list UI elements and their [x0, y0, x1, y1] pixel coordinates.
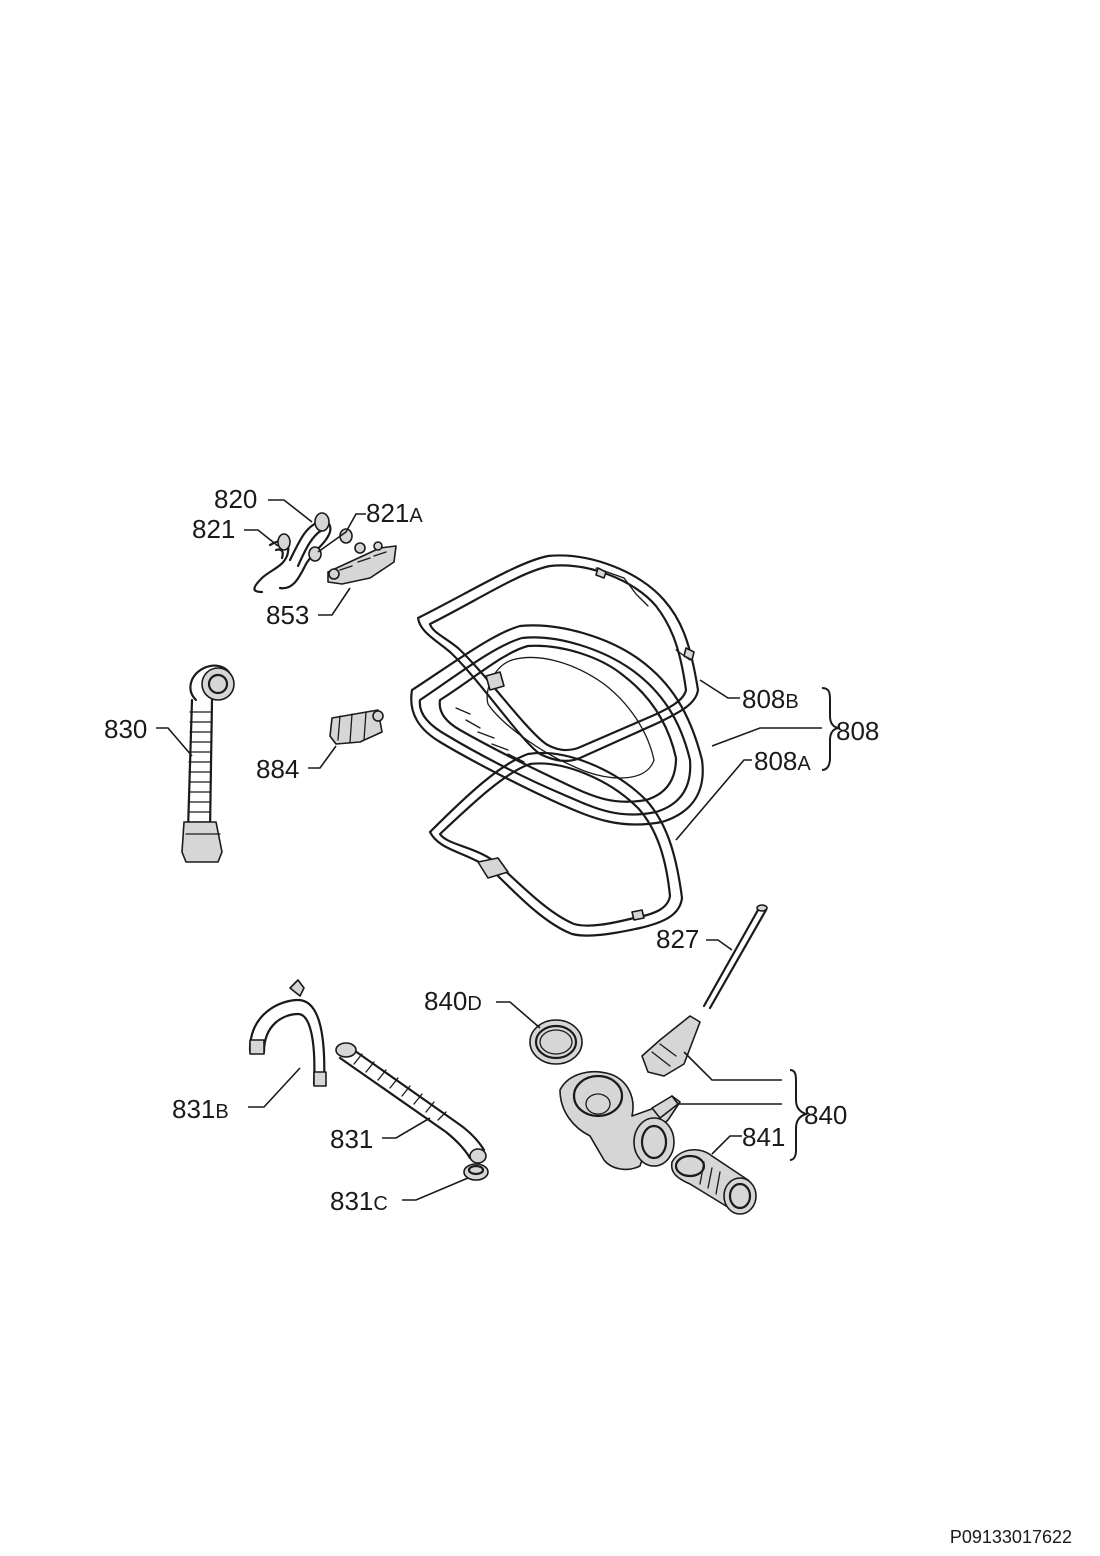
label-821: 821 — [192, 514, 235, 544]
label-808a: 808A — [754, 746, 811, 776]
part-831c-clamp — [463, 1163, 489, 1181]
label-830: 830 — [104, 714, 147, 744]
leader-lines — [156, 499, 822, 1201]
label-853: 853 — [266, 600, 309, 630]
part-840-pump-housing — [559, 1015, 701, 1171]
label-884: 884 — [256, 754, 299, 784]
label-808b: 808B — [742, 684, 799, 714]
leader-808 — [711, 727, 822, 747]
label-840: 840 — [804, 1100, 847, 1130]
label-827: 827 — [656, 924, 699, 954]
leader-853 — [318, 587, 351, 616]
leader-831 — [382, 1117, 431, 1139]
label-831b: 831B — [172, 1094, 229, 1124]
document-code: P09133017622 — [949, 1527, 1072, 1547]
part-884-bracket — [329, 709, 384, 745]
part-831-drain-hose — [335, 1042, 487, 1164]
hose-831-ridges — [353, 1053, 447, 1121]
part-808-door-assembly — [410, 624, 704, 826]
part-labels: 820 821 821A 853 830 884 808B 808 808A 8… — [104, 484, 879, 1216]
leader-808a — [675, 759, 752, 841]
brace-840 — [789, 1069, 810, 1161]
label-831: 831 — [330, 1124, 373, 1154]
label-831c: 831C — [330, 1186, 388, 1216]
leader-841 — [711, 1135, 742, 1155]
label-820: 820 — [214, 484, 257, 514]
part-821-hose — [253, 533, 291, 594]
part-841-filter — [670, 1149, 757, 1215]
part-820-hose — [278, 512, 332, 590]
label-840d: 840D — [424, 986, 482, 1016]
leader-830 — [156, 727, 193, 757]
leader-840d — [496, 1001, 541, 1029]
label-821a: 821A — [366, 498, 423, 528]
part-821a-clip — [308, 528, 353, 562]
leader-831c — [402, 1177, 469, 1201]
part-827-rod — [702, 904, 768, 1010]
part-830-hose — [181, 664, 235, 863]
leader-827 — [706, 939, 733, 951]
part-831b-hose-guide — [248, 979, 327, 1087]
leader-820 — [268, 499, 313, 523]
label-808: 808 — [836, 716, 879, 746]
leader-840-a — [683, 1051, 782, 1081]
leader-808b — [699, 679, 740, 699]
part-840d-ring — [529, 1019, 583, 1065]
leader-821 — [244, 529, 279, 547]
part-853-bracket — [327, 541, 397, 585]
brace-808 — [821, 687, 841, 771]
hose-830-ridges — [187, 711, 213, 823]
part-808a-gasket — [428, 751, 684, 937]
leader-884 — [308, 745, 337, 769]
label-841: 841 — [742, 1122, 785, 1152]
leader-831b — [248, 1067, 301, 1108]
leader-821a — [317, 513, 366, 553]
part-808b-door-frame — [416, 554, 700, 763]
